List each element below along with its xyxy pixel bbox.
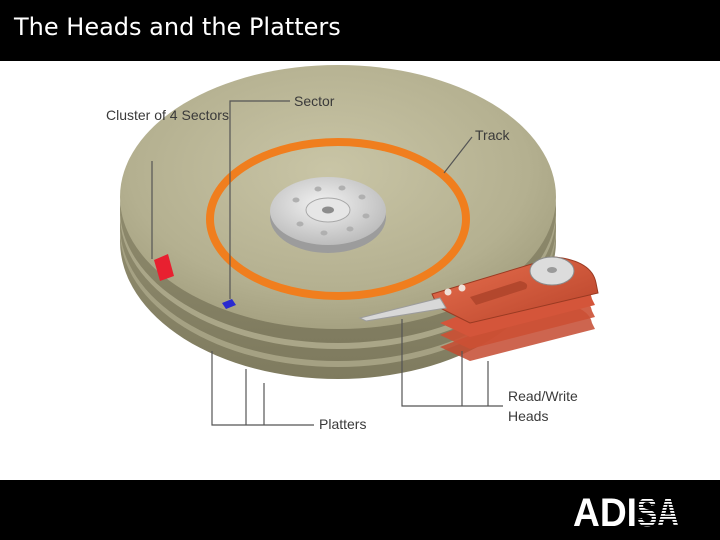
- arm-rivet-1: [444, 288, 452, 296]
- title-bar: The Heads and the Platters: [0, 0, 720, 61]
- platters-callout: [211, 351, 314, 426]
- hub-center: [322, 206, 334, 214]
- logo-part-solid: ADI: [573, 491, 637, 530]
- head-arm-assembly: [358, 256, 599, 361]
- heads-label: Read/Write Heads: [508, 388, 578, 424]
- hard-drive-illustration: [120, 65, 599, 426]
- heads-callout: [401, 319, 503, 407]
- track-ring: [206, 138, 470, 300]
- arm-pivot-center: [547, 267, 557, 273]
- platters-label: Platters: [319, 416, 367, 432]
- spindle-hub: [270, 177, 386, 253]
- adisa-logo: ADI SA: [573, 491, 679, 530]
- slide-title: The Heads and the Platters: [14, 13, 341, 41]
- hub-holes: [292, 185, 370, 236]
- cluster-label: Cluster of 4 Sectors: [106, 107, 229, 123]
- footer-bar: [0, 480, 720, 540]
- sector-label: Sector: [294, 93, 335, 109]
- head-slider: [358, 297, 447, 322]
- cluster-marker: [154, 254, 174, 281]
- head-arm-slot: [470, 281, 528, 305]
- hard-drive-diagram: Cluster of 4 Sectors Sector Track Platte…: [0, 61, 720, 480]
- sector-marker: [222, 299, 236, 309]
- arm-rivet-2: [458, 284, 466, 292]
- track-callout: [443, 136, 473, 174]
- logo-part-striped: SA: [637, 491, 679, 530]
- callout-lines: [151, 100, 503, 426]
- track-label: Track: [475, 127, 510, 143]
- sector-callout: [229, 100, 290, 299]
